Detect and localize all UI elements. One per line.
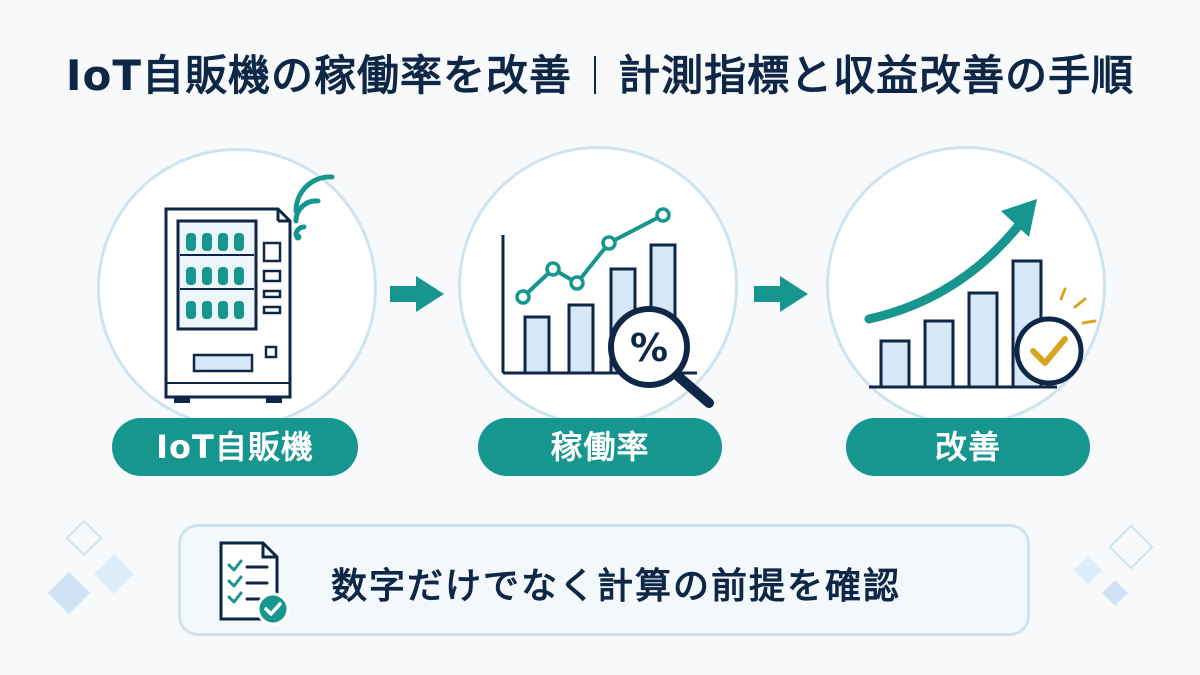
decorative-diamonds-right [1073,524,1154,606]
step-2-label: 稼働率 [478,418,722,476]
step-3-label: 改善 [846,418,1090,476]
arrow-right-icon [754,276,808,312]
title-divider [594,56,597,94]
note-text: 数字だけでなく計算の前提を確認 [331,566,902,607]
growth-check-icon [864,199,1097,389]
arrow-right-icon [390,276,444,312]
title-main: IoT自販機の稼働率を改善 [65,51,573,100]
checklist-document-icon [219,541,290,626]
note-box: 数字だけでなく計算の前提を確認 [178,524,1030,636]
page-title: IoT自販機の稼働率を改善計測指標と収益改善の手順 [0,42,1200,103]
step-1-circle [97,148,377,428]
decorative-diamonds-left [47,519,134,615]
step-3-circle [826,146,1106,426]
chart-magnifier-icon: % [501,207,714,408]
magnifier-percent-symbol: % [630,326,668,370]
vending-machine-icon [164,174,335,403]
step-2-circle: % [458,146,738,426]
title-sub: 計測指標と収益改善の手順 [618,51,1135,100]
step-1-label: IoT自販機 [112,418,358,476]
